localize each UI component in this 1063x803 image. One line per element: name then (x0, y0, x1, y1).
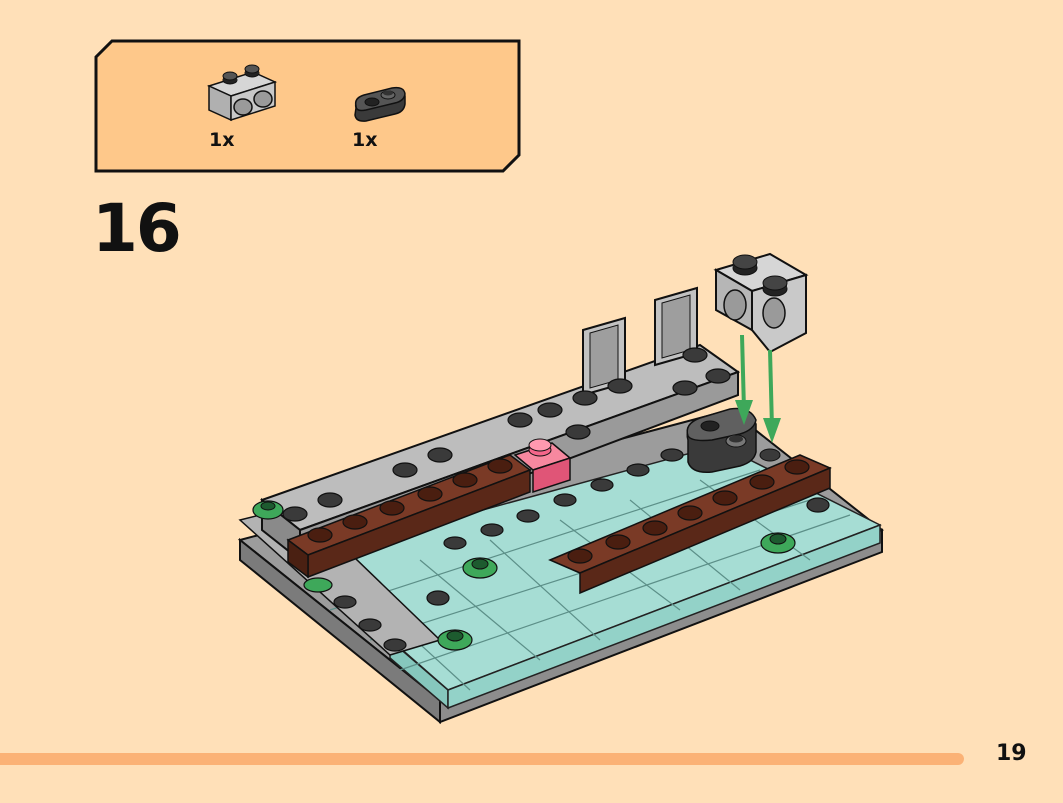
step-number: 16 (92, 190, 182, 267)
rounded-plate-1x2-icon (354, 86, 406, 122)
footer-bar (0, 753, 964, 765)
placement-arrows (735, 334, 781, 443)
new-technic-brick (713, 252, 809, 354)
page-number: 19 (996, 741, 1027, 766)
placed-rounded-plate (686, 407, 781, 474)
technic-brick-1x2-icon (206, 64, 278, 122)
part-quantity: 1x (352, 129, 378, 151)
part-quantity: 1x (209, 129, 235, 151)
